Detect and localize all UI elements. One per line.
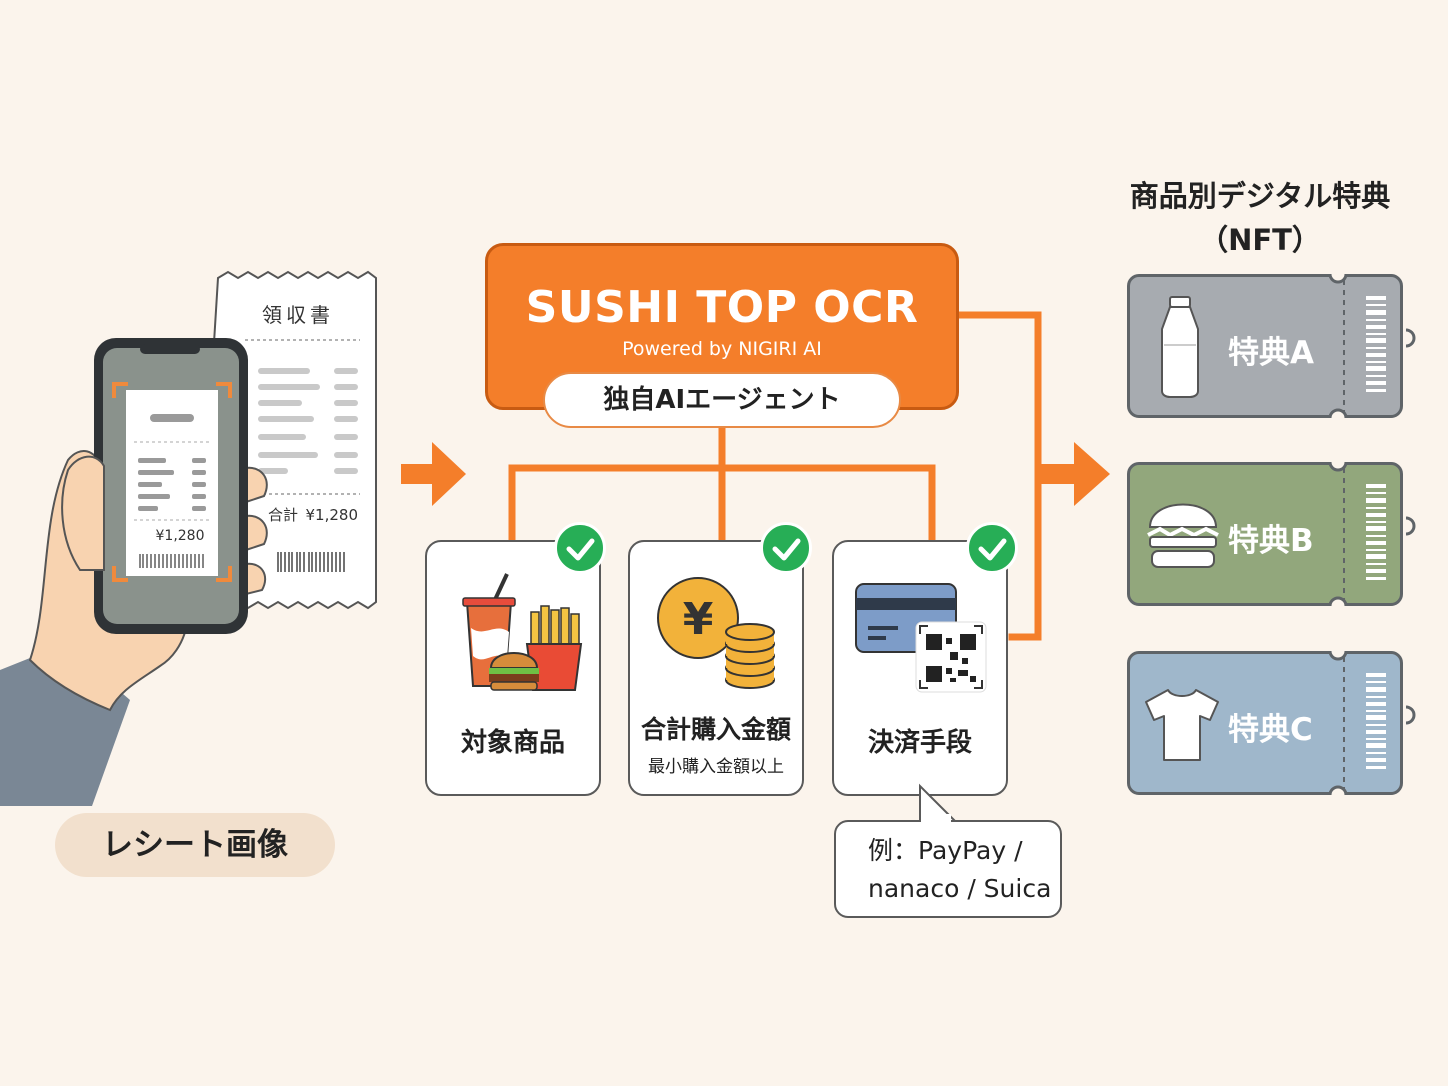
ocr-subtitle: Powered by NIGIRI AI <box>622 338 822 360</box>
condition-label: 決済手段 <box>867 728 972 758</box>
check-icon <box>760 522 812 574</box>
ocr-title: SUSHI TOP OCR <box>525 282 919 333</box>
payment-example-line1: 例：PayPay / <box>868 836 1023 865</box>
receipt-image-caption: レシート画像 <box>55 813 335 877</box>
payment-example-line2: nanaco / Suica <box>868 874 1052 903</box>
condition-card-total: ¥ 合計購入金額 最小購入金額以上 <box>628 540 804 796</box>
fast-food-icon <box>462 573 583 691</box>
ticket-notches <box>1328 273 1416 796</box>
condition-label: 合計購入金額 <box>640 715 791 744</box>
yen-coins-icon: ¥ <box>657 577 775 689</box>
ticket-label: 特典C <box>1228 712 1313 748</box>
nft-ticket-c: 特典C <box>1127 651 1403 795</box>
scan-frame-icon <box>112 382 232 582</box>
receipt-title: 領収書 <box>262 303 334 327</box>
receipt-total-label: 合計 <box>268 506 298 524</box>
check-icon <box>554 522 606 574</box>
ai-agent-pill: 独自AIエージェント <box>543 372 901 428</box>
tshirt-icon <box>1145 689 1219 761</box>
check-icon <box>966 522 1018 574</box>
condition-sublabel: 最小購入金額以上 <box>648 757 784 777</box>
receipt-total-amount: ¥1,280 <box>306 506 359 524</box>
nft-ticket-a: 特典A <box>1127 274 1403 418</box>
nft-heading-line1: 商品別デジタル特典 <box>1129 179 1391 213</box>
condition-label: 対象商品 <box>460 728 565 758</box>
condition-card-payment: 決済手段 <box>832 540 1008 796</box>
condition-card-product: 対象商品 <box>425 540 601 796</box>
bottle-icon <box>1161 296 1199 398</box>
smartphone: ¥1,280 <box>94 338 248 634</box>
barcode <box>1343 657 1386 789</box>
arrow-right-icon <box>1041 442 1110 506</box>
nft-heading: 商品別デジタル特典 （NFT） <box>1110 174 1410 262</box>
ticket-label: 特典A <box>1228 335 1314 371</box>
receipt-scan-illustration: 領収書 合計 ¥1,280 <box>0 270 377 806</box>
nft-ticket-b: 特典B <box>1127 462 1403 606</box>
burger-icon <box>1147 503 1219 568</box>
barcode <box>1343 468 1386 600</box>
svg-text:¥: ¥ <box>683 594 714 645</box>
ticket-label: 特典B <box>1228 523 1314 559</box>
phone-receipt-amount: ¥1,280 <box>156 528 205 544</box>
nft-heading-line2: （NFT） <box>1199 223 1321 257</box>
arrow-right-icon <box>401 442 466 506</box>
barcode <box>1343 280 1386 412</box>
payment-example-bubble: 例：PayPay / nanaco / Suica <box>834 820 1062 918</box>
card-qr-icon <box>855 583 987 693</box>
